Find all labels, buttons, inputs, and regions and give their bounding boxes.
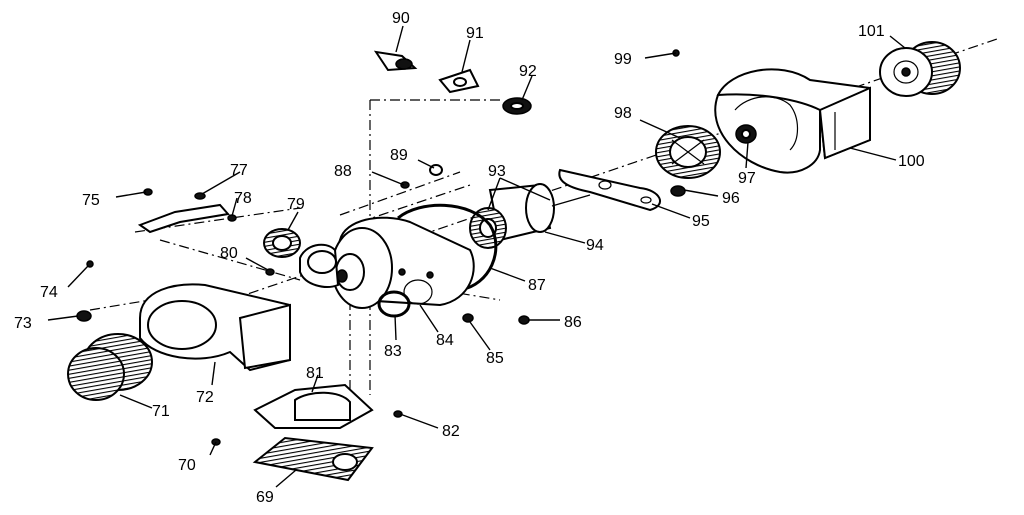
gasket-83 xyxy=(377,290,411,318)
blower-housing-100 xyxy=(714,68,871,174)
screw-74 xyxy=(86,260,94,268)
callout-95: 95 xyxy=(692,213,710,230)
callout-92: 92 xyxy=(519,63,537,80)
bracket-95 xyxy=(558,168,661,212)
callout-84: 84 xyxy=(436,332,454,349)
nut-96 xyxy=(670,185,686,197)
callout-89: 89 xyxy=(390,147,408,164)
callout-96: 96 xyxy=(722,190,740,207)
screw-85 xyxy=(462,313,474,323)
callout-77: 77 xyxy=(230,162,248,179)
callout-69: 69 xyxy=(256,489,274,506)
callout-82: 82 xyxy=(442,423,460,440)
callout-83: 83 xyxy=(384,343,402,360)
screw-88 xyxy=(400,181,410,189)
ring-79 xyxy=(263,228,301,258)
callout-73: 73 xyxy=(14,315,32,332)
callout-85: 85 xyxy=(486,350,504,367)
callout-88: 88 xyxy=(334,163,352,180)
hub-97 xyxy=(735,124,757,144)
callout-72: 72 xyxy=(196,389,214,406)
callout-71: 71 xyxy=(152,403,170,420)
fan-wheel-98 xyxy=(655,125,721,179)
callout-87: 87 xyxy=(528,277,546,294)
callout-81: 81 xyxy=(306,365,324,382)
callout-97: 97 xyxy=(738,170,756,187)
callout-94: 94 xyxy=(586,237,604,254)
callout-80: 80 xyxy=(220,245,238,262)
gasket-plate-69 xyxy=(252,436,374,482)
callout-75: 75 xyxy=(82,192,100,209)
part-90 xyxy=(373,50,418,72)
callout-79: 79 xyxy=(287,196,305,213)
callout-labels: 69 70 71 72 73 74 75 77 78 79 80 81 82 8… xyxy=(14,10,925,506)
callout-93: 93 xyxy=(488,163,506,180)
callout-98: 98 xyxy=(614,105,632,122)
part-92 xyxy=(502,97,532,115)
callout-78: 78 xyxy=(234,190,252,207)
leader-lines xyxy=(47,25,906,488)
fan-wheel-71 xyxy=(67,333,153,401)
blower-housing-72 xyxy=(139,283,291,372)
callout-90: 90 xyxy=(392,10,410,27)
fan-wheel-101 xyxy=(879,41,961,97)
bracket-77 xyxy=(137,188,237,234)
callout-101: 101 xyxy=(858,23,885,40)
nut-73 xyxy=(76,310,92,322)
screw-80 xyxy=(265,268,275,276)
callout-86: 86 xyxy=(564,314,582,331)
callout-70: 70 xyxy=(178,457,196,474)
screw-86 xyxy=(518,315,530,325)
cover-81 xyxy=(253,383,374,429)
callout-91: 91 xyxy=(466,25,484,42)
callout-74: 74 xyxy=(40,284,58,301)
main-housing xyxy=(299,216,475,309)
part-91 xyxy=(438,68,480,94)
callout-100: 100 xyxy=(898,153,925,170)
callout-99: 99 xyxy=(614,51,632,68)
